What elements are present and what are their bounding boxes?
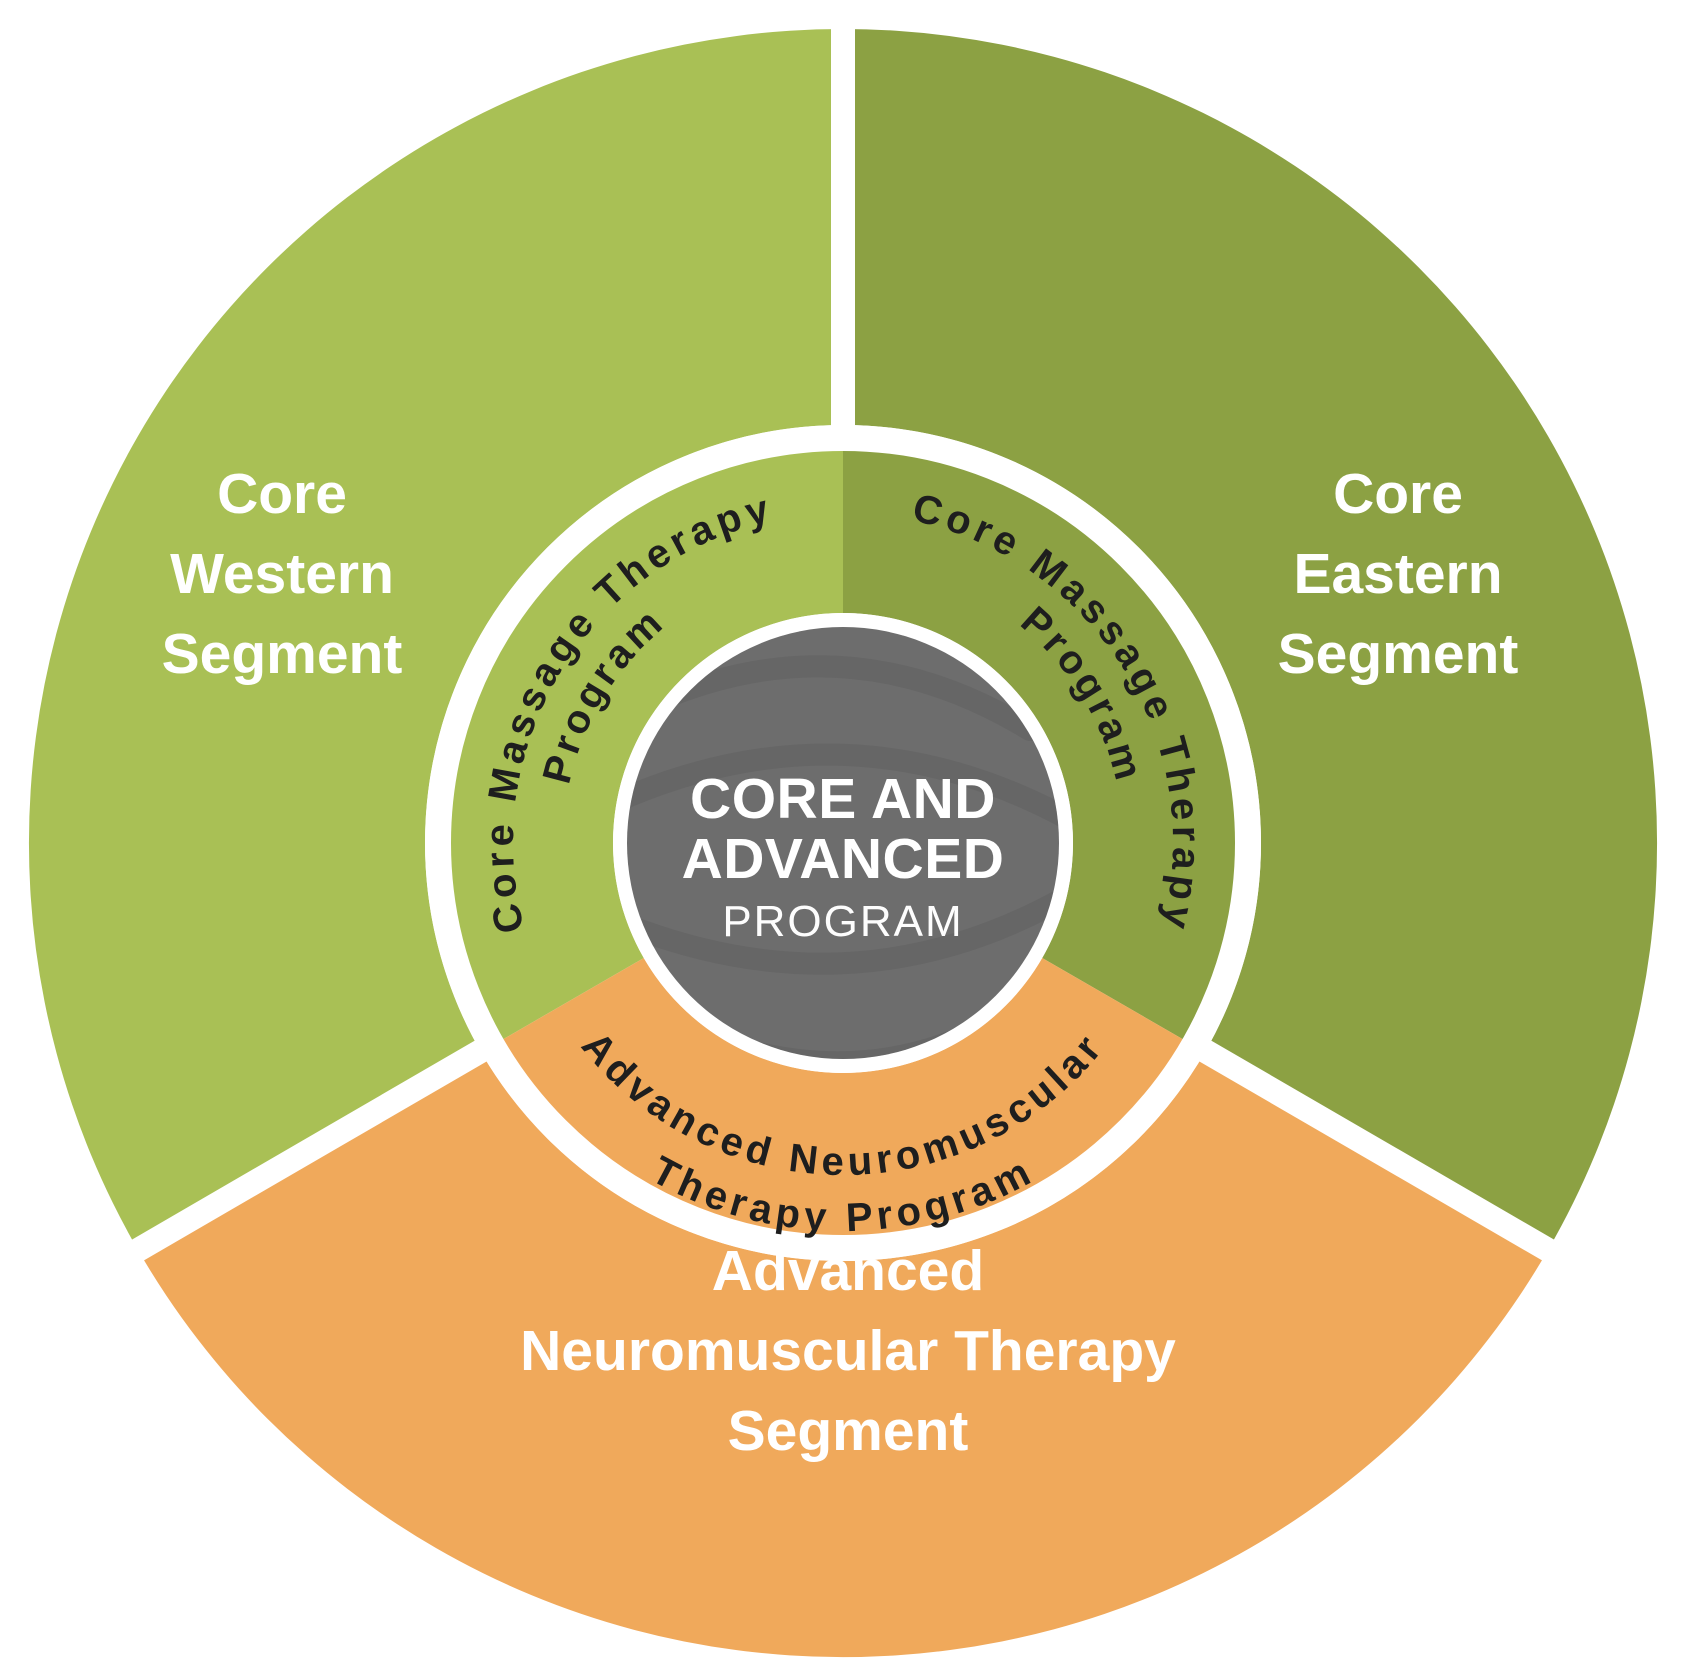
inner-arc-western	[450, 450, 843, 1040]
outer-segment-eastern	[843, 28, 1658, 1250]
inner-arc-eastern	[843, 450, 1236, 1040]
divider-bottom-right	[1183, 1031, 1577, 1274]
advanced-label-line3: Segment	[728, 1399, 969, 1463]
outer-segment-western	[28, 29, 843, 1250]
center-title-line2: ADVANCED	[682, 827, 1005, 891]
center-title: CORE AND ADVANCED PROGRAM	[682, 767, 1005, 946]
outer-ring	[28, 28, 1658, 1658]
eastern-label-line2: Eastern	[1293, 542, 1502, 606]
separators	[109, 10, 1577, 1274]
inner-ring	[450, 450, 1236, 1236]
western-label-line3: Segment	[162, 622, 403, 686]
center-title-line3: PROGRAM	[722, 897, 963, 946]
western-segment-label: Core Western Segment	[162, 462, 403, 686]
eastern-label-line1: Core	[1333, 462, 1463, 526]
western-label-line1: Core	[217, 462, 347, 526]
eastern-segment-label: Core Eastern Segment	[1278, 462, 1519, 686]
advanced-label-line1: Advanced	[712, 1239, 984, 1303]
western-label-line2: Western	[170, 542, 394, 606]
advanced-segment-label: Advanced Neuromuscular Therapy Segment	[520, 1239, 1176, 1463]
center-circle	[627, 627, 1059, 1059]
center-title-line1: CORE AND	[690, 767, 996, 831]
center-ring	[613, 613, 1073, 1073]
outer-segment-advanced	[138, 1052, 1548, 1658]
inner-arc-advanced	[502, 958, 1184, 1236]
divider-bottom-left	[109, 1031, 503, 1274]
eastern-label-line3: Segment	[1278, 622, 1519, 686]
advanced-label-line2: Neuromuscular Therapy	[520, 1319, 1176, 1383]
